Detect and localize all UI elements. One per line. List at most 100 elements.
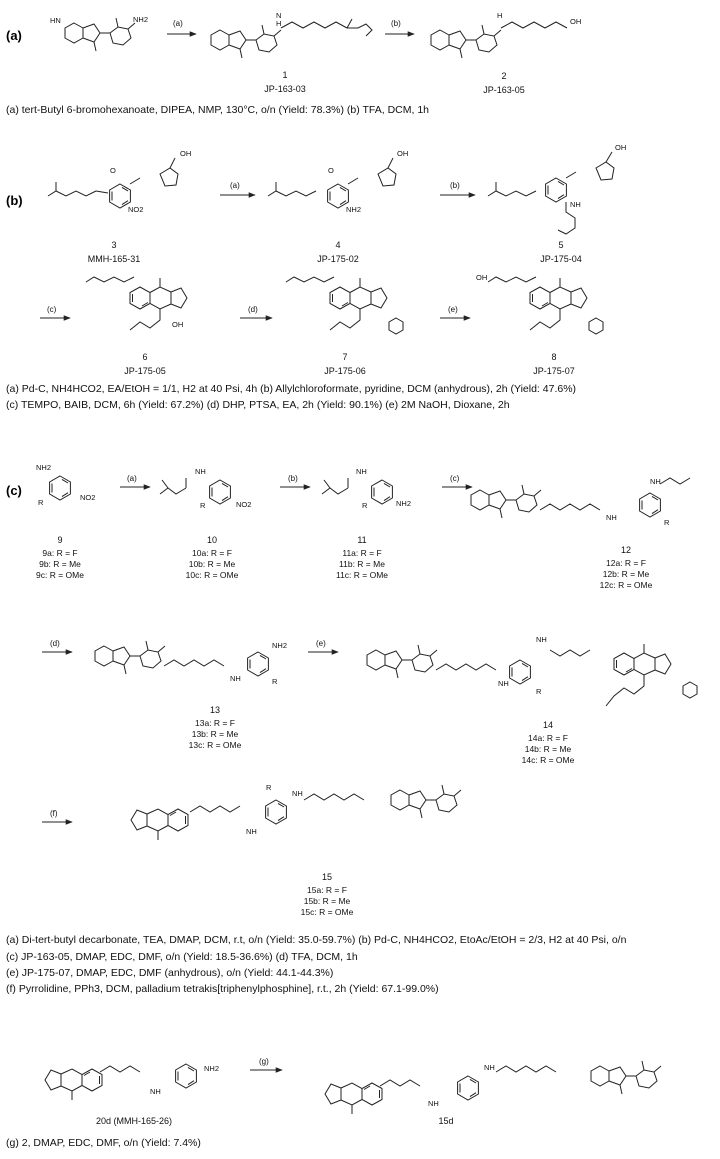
svg-text:10a: R = F: 10a: R = F (192, 548, 232, 558)
svg-text:NH: NH (246, 827, 257, 836)
arrow-label-b2: (b) (450, 181, 460, 190)
svg-text:NH: NH (484, 1063, 495, 1072)
svg-text:NH2: NH2 (272, 641, 287, 650)
section-label-b: (b) (6, 193, 23, 208)
svg-text:14b: R = Me: 14b: R = Me (525, 744, 572, 754)
svg-text:NH: NH (230, 674, 241, 683)
svg-text:9b: R = Me: 9b: R = Me (39, 559, 81, 569)
svg-text:NH: NH (292, 789, 303, 798)
svg-text:13: 13 (210, 705, 220, 715)
svg-text:NH: NH (606, 513, 617, 522)
svg-text:NH2: NH2 (396, 499, 411, 508)
compound-15d-label: 15d (438, 1116, 453, 1126)
svg-text:NO2: NO2 (80, 493, 95, 502)
svg-text:R: R (38, 498, 44, 507)
svg-text:O: O (110, 166, 116, 175)
svg-text:15: 15 (322, 872, 332, 882)
svg-text:R: R (536, 687, 542, 696)
compound-20d-structure: NH NH2 (44, 1063, 219, 1101)
compound-7-structure (285, 276, 404, 335)
svg-text:R: R (664, 518, 670, 527)
svg-text:R: R (266, 783, 272, 792)
compound-15d-structure: NH NH (324, 1060, 662, 1115)
arrow-label-b5: (e) (448, 305, 458, 314)
conditions-g: (g) 2, DMAP, EDC, DMF, o/n (Yield: 7.4%) (6, 1137, 201, 1149)
svg-text:9: 9 (57, 535, 62, 545)
conditions-c-2: (c) JP-163-05, DMAP, EDC, DMF, o/n (Yiel… (6, 951, 358, 963)
svg-text:NH: NH (570, 200, 581, 209)
svg-text:NH: NH (150, 1087, 161, 1096)
compound-11-structure: NH R NH2 (321, 467, 411, 510)
svg-text:14: 14 (543, 720, 553, 730)
compound-5-code: JP-175-04 (540, 254, 582, 264)
svg-text:9c: R = OMe: 9c: R = OMe (36, 570, 84, 580)
compound-4-code: JP-175-02 (317, 254, 359, 264)
svg-text:OH: OH (615, 143, 626, 152)
oh-label-2: OH (570, 17, 581, 26)
compound-6-number: 6 (142, 352, 147, 362)
svg-text:12c: R = OMe: 12c: R = OMe (600, 580, 653, 590)
compound-2-code: JP-163-05 (483, 85, 525, 95)
compound-1-structure: H N (210, 11, 373, 59)
compound-14-structure: NH NH R (366, 635, 698, 707)
svg-text:14c: R = OMe: 14c: R = OMe (522, 755, 575, 765)
svg-text:NH: NH (536, 635, 547, 644)
compound-2-number: 2 (501, 71, 506, 81)
svg-text:R: R (200, 501, 206, 510)
svg-text:10c: R = OMe: 10c: R = OMe (186, 570, 239, 580)
svg-text:13a: R = F: 13a: R = F (195, 718, 235, 728)
svg-text:12: 12 (621, 545, 631, 555)
arrow-label-b4: (d) (248, 305, 258, 314)
svg-text:14a: R = F: 14a: R = F (528, 733, 568, 743)
compound-4-structure: O NH2 OH (267, 149, 408, 214)
svg-text:NH2: NH2 (36, 463, 51, 472)
compound-1-code: JP-163-03 (264, 84, 306, 94)
svg-text:13b: R = Me: 13b: R = Me (192, 729, 239, 739)
compound-15-structure: NH R NH (130, 783, 462, 841)
compound-10-labels: 10 10a: R = F 10b: R = Me 10c: R = OMe (186, 535, 239, 580)
svg-text:13c: R = OMe: 13c: R = OMe (189, 740, 242, 750)
arrow-label-b3: (c) (47, 305, 57, 314)
compound-15-labels: 15 15a: R = F 15b: R = Me 15c: R = OMe (301, 872, 354, 917)
svg-text:9a: R = F: 9a: R = F (42, 548, 77, 558)
arrow-label-c3: (c) (450, 474, 460, 483)
svg-text:NH: NH (356, 467, 367, 476)
section-label-c: (c) (6, 483, 22, 498)
svg-text:N: N (276, 11, 281, 20)
compound-3-code: MMH-165-31 (88, 254, 141, 264)
compound-14-labels: 14 14a: R = F 14b: R = Me 14c: R = OMe (522, 720, 575, 765)
compound-3-number: 3 (111, 240, 116, 250)
svg-text:OH: OH (476, 273, 487, 282)
svg-text:H: H (276, 19, 281, 28)
svg-text:O: O (328, 166, 334, 175)
svg-text:OH: OH (397, 149, 408, 158)
compound-8-number: 8 (551, 352, 556, 362)
svg-text:NH: NH (498, 679, 509, 688)
svg-text:NH: NH (650, 477, 661, 486)
svg-text:11a: R = F: 11a: R = F (342, 548, 381, 558)
svg-text:12b: R = Me: 12b: R = Me (603, 569, 650, 579)
compound-11-labels: 11 11a: R = F 11b: R = Me 11c: R = OMe (336, 535, 388, 580)
svg-text:OH: OH (180, 149, 191, 158)
arrow-label-c4: (d) (50, 639, 60, 648)
svg-text:OH: OH (172, 320, 183, 329)
conditions-c-4: (f) Pyrrolidine, PPh3, DCM, palladium te… (6, 983, 439, 995)
svg-text:R: R (272, 677, 278, 686)
svg-text:NO2: NO2 (236, 500, 251, 509)
svg-text:10: 10 (207, 535, 217, 545)
arrow-label-c1: (a) (127, 474, 137, 483)
compound-13-structure: NH NH2 R (94, 640, 287, 686)
arrow-label-a1: (a) (173, 19, 183, 28)
compound-7-code: JP-175-06 (324, 366, 366, 376)
svg-text:NH2: NH2 (346, 205, 361, 214)
compound-10-structure: NH R NO2 (159, 467, 251, 510)
conditions-b-1: (a) Pd-C, NH4HCO2, EA/EtOH = 1/1, H2 at … (6, 383, 576, 395)
svg-text:NH: NH (428, 1099, 439, 1108)
compound-5-number: 5 (558, 240, 563, 250)
arrow-label-a2: (b) (391, 19, 401, 28)
compound-12-structure: NH NH R (470, 477, 691, 527)
svg-text:HN: HN (50, 16, 61, 25)
compound-7-number: 7 (342, 352, 347, 362)
arrow-label-c5: (e) (316, 639, 326, 648)
compound-6-structure: OH (85, 276, 188, 331)
